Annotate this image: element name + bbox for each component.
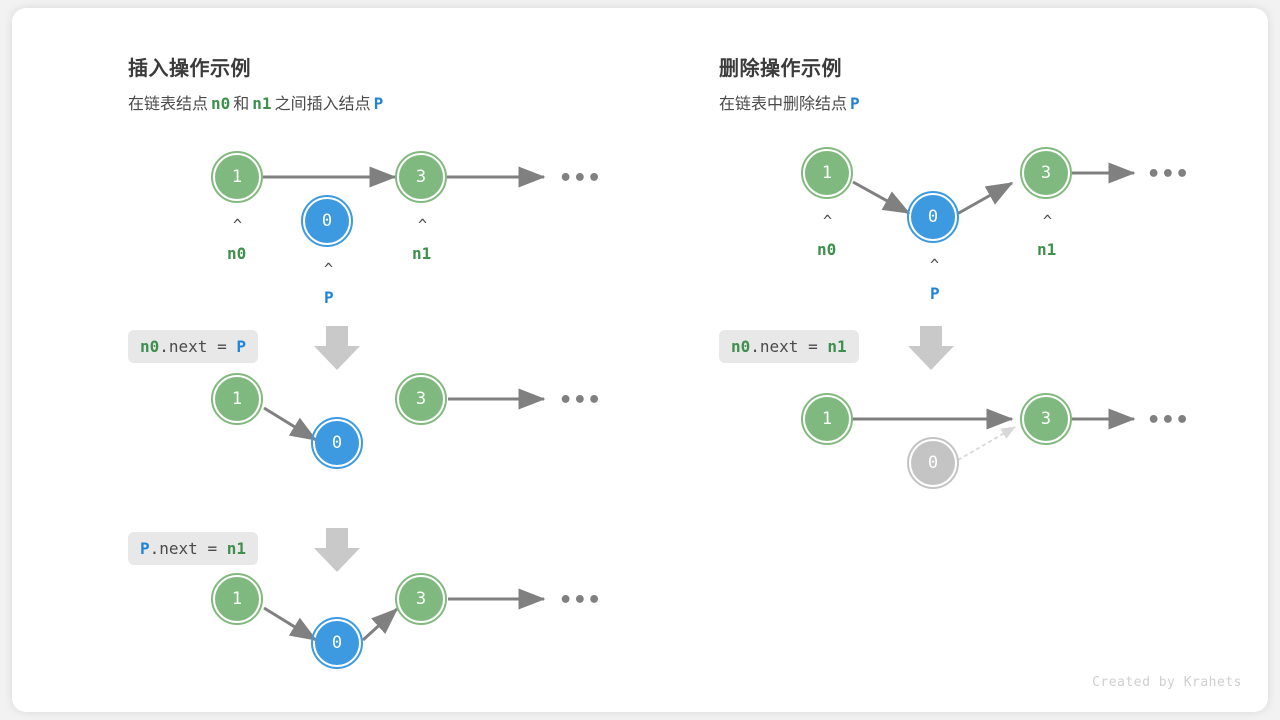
edge-n0-to-p: [263, 406, 318, 442]
subtitle-text-3: 之间插入结点: [274, 96, 371, 113]
delete-step0-label-n0: n0: [817, 240, 837, 259]
delete-step1-node-n0: 1: [801, 393, 853, 445]
panel-title-delete: 删除操作示例: [719, 58, 842, 80]
node-value: 3: [1024, 151, 1068, 195]
edge-p-to-n1: [361, 607, 399, 642]
node-value: 1: [215, 577, 259, 621]
node-value: 3: [399, 377, 443, 421]
delete-step0-label-p: P: [930, 284, 940, 303]
node-value: 3: [1024, 397, 1068, 441]
chip-token-post: P: [236, 337, 246, 356]
subtitle-text-1: 在链表结点: [128, 96, 209, 113]
node-value: 3: [399, 155, 443, 199]
insert-step0-node-n0: 1: [211, 151, 263, 203]
insert-step0-caret-p: ^: [324, 260, 334, 278]
chip-token-post: n1: [827, 337, 847, 356]
subtitle-text-1: 在链表中删除结点: [719, 96, 848, 113]
subtitle-code-n0: n0: [211, 94, 231, 113]
edge-n0-to-p: [852, 180, 911, 215]
insert-step0-node-n1: 3: [395, 151, 447, 203]
chip-token-pre: n0: [140, 337, 160, 356]
watermark-credit: Created by Krahets: [1092, 675, 1242, 690]
delete-step1-ellipsis: •••: [1147, 408, 1190, 433]
insert-chip-2: P.next = n1: [128, 532, 258, 566]
delete-step1-node-p-deleted: 0: [907, 437, 959, 489]
delete-step0-node-n0: 1: [801, 147, 853, 199]
node-value: 1: [805, 151, 849, 195]
insert-step0-label-n0: n0: [227, 244, 247, 263]
edge-p-to-n1: [956, 181, 1014, 216]
subtitle-code-n1: n1: [252, 94, 272, 113]
insert-step0-label-n1: n1: [412, 244, 432, 263]
node-value: 0: [911, 195, 955, 239]
edge-deleted-p-to-n1: [957, 426, 1016, 461]
panel-title-insert: 插入操作示例: [128, 58, 251, 80]
insert-step0-caret-n0: ^: [233, 216, 243, 234]
insert-step0-ellipsis: •••: [559, 166, 602, 191]
delete-step0-node-p: 0: [907, 191, 959, 243]
insert-step2-node-n1: 3: [395, 573, 447, 625]
edge-n0-to-p: [263, 606, 318, 642]
node-value: 0: [305, 199, 349, 243]
insert-chip-1: n0.next = P: [128, 330, 258, 364]
node-value: 1: [215, 377, 259, 421]
subtitle-text-2: 和: [233, 96, 250, 113]
insert-step1-node-n0: 1: [211, 373, 263, 425]
node-value: 1: [215, 155, 259, 199]
node-value: 3: [399, 577, 443, 621]
node-value: 0: [911, 441, 955, 485]
delete-step0-caret-p: ^: [930, 256, 940, 274]
step-down-arrow-left-2: [314, 528, 360, 572]
node-value: 1: [805, 397, 849, 441]
delete-step0-ellipsis: •••: [1147, 162, 1190, 187]
subtitle-code-p: P: [850, 94, 860, 113]
delete-step0-label-n1: n1: [1037, 240, 1057, 259]
insert-step2-node-p: 0: [311, 617, 363, 669]
chip-token-pre: n0: [731, 337, 751, 356]
step-down-arrow-left-1: [314, 326, 360, 370]
delete-chip-1: n0.next = n1: [719, 330, 859, 364]
delete-step0-caret-n1: ^: [1043, 212, 1053, 230]
insert-step2-node-n0: 1: [211, 573, 263, 625]
delete-step0-caret-n0: ^: [823, 212, 833, 230]
insert-step1-node-p: 0: [311, 417, 363, 469]
delete-step0-node-n1: 3: [1020, 147, 1072, 199]
chip-token-mid: .next =: [750, 337, 828, 356]
chip-token-mid: .next =: [149, 539, 227, 558]
insert-step0-node-p: 0: [301, 195, 353, 247]
insert-step0-label-p: P: [324, 288, 334, 307]
insert-step1-ellipsis: •••: [559, 388, 602, 413]
insert-step2-ellipsis: •••: [559, 588, 602, 613]
insert-step1-node-n1: 3: [395, 373, 447, 425]
node-value: 0: [315, 621, 359, 665]
chip-token-mid: .next =: [159, 337, 237, 356]
chip-token-pre: P: [140, 539, 150, 558]
node-value: 0: [315, 421, 359, 465]
step-down-arrow-right-1: [908, 326, 954, 370]
chip-token-post: n1: [226, 539, 246, 558]
insert-step0-caret-n1: ^: [418, 216, 428, 234]
subtitle-code-p: P: [373, 94, 384, 113]
delete-step1-node-n1: 3: [1020, 393, 1072, 445]
